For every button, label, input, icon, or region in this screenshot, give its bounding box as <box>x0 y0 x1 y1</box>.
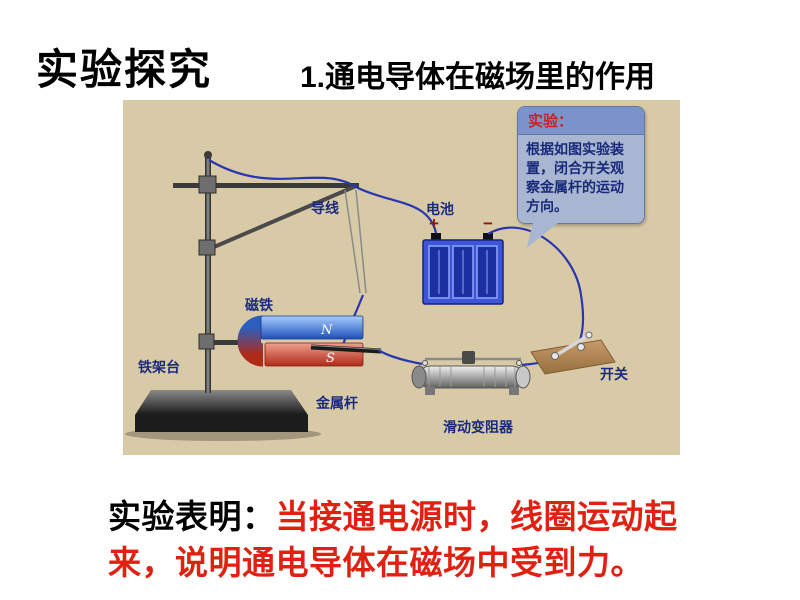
battery-minus-sign: − <box>483 214 493 233</box>
magnet-pole-n-label: N <box>320 323 333 338</box>
conclusion-text: 实验表明：当接通电源时，线圈运动起来，说明通电导体在磁场中受到力。 <box>108 494 688 585</box>
battery-plus-sign: + <box>429 214 439 233</box>
callout-body: 根据如图实验装置，闭合开关观察金属杆的运动方向。 <box>518 135 644 223</box>
battery <box>422 233 504 305</box>
stand-crossbars <box>173 175 359 350</box>
stand-pole <box>204 151 212 393</box>
label-rheostat: 滑动变阻器 <box>443 419 513 435</box>
label-rod: 金属杆 <box>316 395 358 411</box>
label-stand: 铁架台 <box>138 359 180 375</box>
experiment-diagram: N S 导线 电池 磁铁 铁架台 金属杆 滑动变阻器 开关 + − 实验： 根据… <box>123 100 680 455</box>
experiment-callout: 实验： 根据如图实验装置，闭合开关观察金属杆的运动方向。 <box>517 106 645 248</box>
label-switch: 开关 <box>600 366 628 382</box>
conclusion-body: 当接通电源时，线圈运动起来，说明通电导体在磁场中受到力。 <box>108 498 678 581</box>
conclusion-prefix: 实验表明： <box>108 498 276 535</box>
label-magnet: 磁铁 <box>245 297 273 313</box>
magnet-pole-s-label: S <box>326 351 335 366</box>
page-title: 实验探究 <box>36 46 213 93</box>
stand-base <box>125 390 321 441</box>
callout-title: 实验： <box>518 107 644 135</box>
rheostat <box>411 351 531 395</box>
metal-rod <box>310 344 382 354</box>
label-battery: 电池 <box>426 201 454 217</box>
horseshoe-magnet <box>237 315 364 367</box>
diagram-illustration: N S <box>125 151 616 441</box>
page-subtitle: 1.通电导体在磁场里的作用 <box>300 61 656 94</box>
switch <box>530 331 616 375</box>
label-wire: 导线 <box>311 200 339 216</box>
